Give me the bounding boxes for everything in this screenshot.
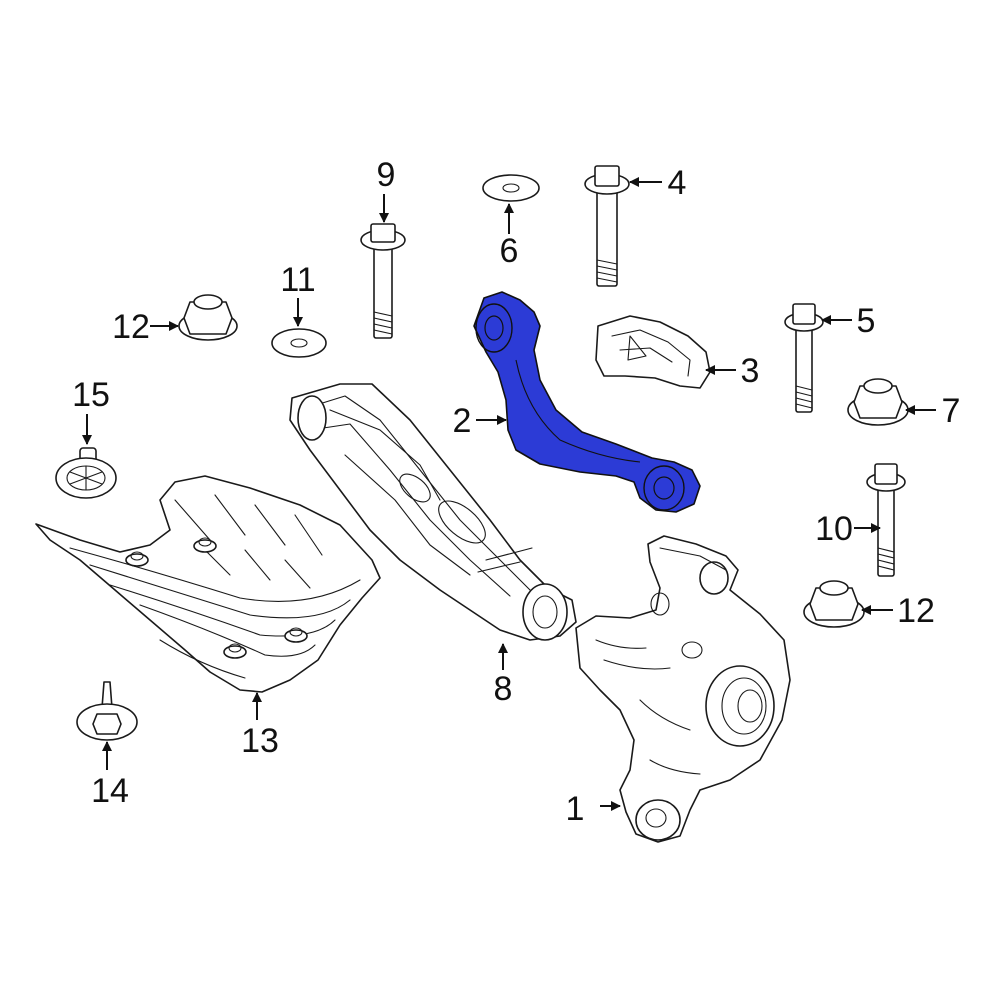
part-3-bracket[interactable]	[595, 315, 711, 389]
callout-5: 5	[857, 302, 876, 340]
part-7-nut[interactable]	[847, 378, 909, 426]
part-8-lower-arm[interactable]	[289, 383, 577, 641]
callout-14: 14	[91, 772, 129, 810]
part-5-bolt[interactable]	[784, 303, 824, 413]
callout-2: 2	[453, 402, 472, 440]
callout-7: 7	[942, 392, 961, 430]
callout-1: 1	[566, 790, 585, 828]
callout-9: 9	[377, 156, 396, 194]
shield-stud-2	[193, 537, 217, 553]
shield-stud-1	[125, 551, 149, 567]
shield-stud-4	[284, 627, 308, 643]
upper-arm-body	[473, 291, 701, 513]
part-12-nut-left[interactable]	[178, 294, 238, 341]
leader-lines	[82, 177, 936, 811]
callout-8: 8	[494, 670, 513, 708]
part-9-bolt[interactable]	[360, 223, 406, 339]
callout-6: 6	[500, 232, 519, 270]
callout-13: 13	[241, 722, 279, 760]
callout-labels: 1 2 3 4 5 6 7 8 9 10 11 12 12 13 14 15	[72, 156, 960, 828]
part-10-bolt[interactable]	[866, 463, 906, 577]
shield-stud-3	[223, 643, 247, 659]
callout-12b: 12	[897, 592, 935, 630]
callout-15: 15	[72, 376, 110, 414]
callout-4: 4	[668, 164, 687, 202]
callout-12a: 12	[112, 308, 150, 346]
part-12-nut-right[interactable]	[803, 580, 865, 628]
part-13-shield[interactable]	[35, 475, 381, 693]
part-2-upper-arm[interactable]	[473, 291, 701, 513]
part-4-bolt[interactable]	[584, 165, 630, 287]
callout-11: 11	[280, 261, 315, 299]
part-14-bolt[interactable]	[76, 681, 138, 741]
part-15-clip[interactable]	[55, 447, 117, 499]
callout-10: 10	[815, 510, 853, 548]
callout-3: 3	[741, 352, 760, 390]
part-6-washer[interactable]	[482, 174, 540, 202]
part-11-washer[interactable]	[271, 328, 327, 358]
part-1-knuckle[interactable]	[575, 535, 791, 843]
